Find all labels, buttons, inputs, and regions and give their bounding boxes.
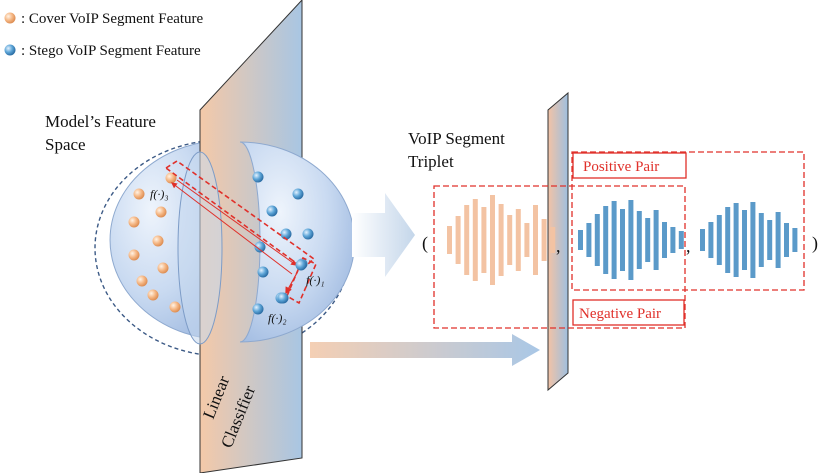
stego-waveform-2 (700, 202, 798, 278)
waveform-bar (524, 223, 530, 257)
waveform-bar (498, 204, 504, 276)
cover-waveform (447, 195, 556, 285)
waveform-bar (472, 199, 478, 281)
positive-pair-box (571, 151, 805, 291)
waveform-bar (662, 222, 667, 258)
f2-label: f(·)₂ (268, 311, 287, 325)
f1-f2-dashed-box (285, 256, 318, 305)
waveform-bar (716, 215, 722, 265)
f1-to-f2-arrow (285, 270, 299, 295)
stego-point (266, 205, 278, 217)
waveform-bar (733, 203, 739, 277)
waveform-bar (515, 209, 521, 271)
waveform-bar (455, 216, 461, 264)
waveform-bar (533, 205, 538, 275)
waveform-bar (758, 213, 764, 267)
f3-to-f2-arrow (171, 182, 293, 275)
waveform-bar (725, 207, 731, 273)
feature-space-title-line1: Model’s Feature (45, 112, 156, 131)
waveform-bar (708, 222, 714, 258)
cover-point (133, 188, 145, 200)
legend: : Cover VoIP Segment Feature : Stego VoI… (4, 11, 204, 59)
waveform-bar (653, 210, 659, 270)
stego-point (302, 228, 314, 240)
stego-point (252, 303, 264, 315)
stego-point (252, 171, 264, 183)
stego-point-f1 (295, 259, 307, 271)
stego-waveform-1 (578, 200, 684, 280)
stego-point (280, 228, 292, 240)
cover-points (128, 172, 181, 313)
waveform-bar (586, 223, 592, 257)
feature-triplet-annotations (164, 160, 318, 305)
classification-arrow (310, 334, 540, 366)
triplet-title-line1: VoIP Segment (408, 129, 505, 148)
cover-point (136, 275, 148, 287)
triplet-open-paren: ( (422, 233, 428, 254)
cover-point (169, 301, 181, 313)
negative-pair-label: Negative Pair (579, 306, 661, 322)
cover-legend-marker (4, 12, 16, 24)
waveform-bar (464, 205, 470, 275)
f3-label: f(·)₃ (150, 187, 169, 201)
waveform-bar (603, 206, 609, 274)
waveform-bar (767, 220, 773, 260)
waveform-bar (507, 215, 513, 265)
waveform-bar (447, 226, 452, 254)
sphere-cross-section (177, 151, 223, 345)
negative-pair-box (433, 185, 686, 329)
f3-to-f1-arrow (176, 179, 297, 266)
cover-point (152, 235, 164, 247)
stego-point (257, 266, 269, 278)
sphere-right-half (239, 141, 355, 343)
waveform-bar (645, 218, 651, 262)
waveform-bar (620, 209, 625, 271)
feature-space-title-line2: Space (45, 135, 86, 154)
positive-pair-label: Positive Pair (583, 159, 659, 175)
stego-point (254, 241, 266, 253)
cover-point (155, 206, 167, 218)
cover-point (128, 216, 140, 228)
waveform-bar (636, 211, 642, 269)
waveform-bar (550, 227, 556, 253)
cover-point (165, 172, 177, 184)
stego-point-f2 (277, 292, 289, 304)
cover-point (147, 289, 159, 301)
waveform-bar (490, 195, 495, 285)
f3-f1-dashed-box (164, 160, 316, 270)
waveform-bar (784, 223, 789, 257)
waveform-bar (750, 202, 756, 278)
waveform-bar (628, 200, 634, 280)
f1-label: f(·)₁ (306, 273, 325, 287)
waveform-bar (578, 230, 583, 250)
stego-legend-marker (4, 44, 16, 56)
waveform-bar (594, 214, 600, 266)
waveform-bar (700, 229, 705, 251)
stego-point (292, 188, 304, 200)
transition-block-arrow (352, 193, 415, 277)
triplet-title-line2: Triplet (408, 152, 454, 171)
triplet-comma-1: , (556, 236, 561, 256)
waveform-bar (742, 210, 747, 270)
triplet-close-paren: ) (812, 233, 818, 254)
stego-legend-label: : Stego VoIP Segment Feature (21, 43, 201, 59)
positive-pair-label-box (572, 152, 687, 179)
triplet-comma-2: , (686, 236, 691, 256)
cover-point (128, 249, 140, 261)
small-classifier-plane (547, 91, 569, 392)
waveform-bar (541, 219, 547, 261)
waveform-bar (481, 207, 487, 273)
waveform-bar (670, 227, 676, 253)
cover-point (157, 262, 169, 274)
negative-pair-label-box (572, 299, 685, 326)
linear-classifier-plane (199, 0, 303, 473)
waveform-bar (775, 212, 781, 268)
cover-legend-label: : Cover VoIP Segment Feature (21, 11, 204, 27)
waveform-bar (792, 228, 798, 252)
waveform-bar (678, 231, 684, 249)
waveform-bar (611, 201, 617, 279)
